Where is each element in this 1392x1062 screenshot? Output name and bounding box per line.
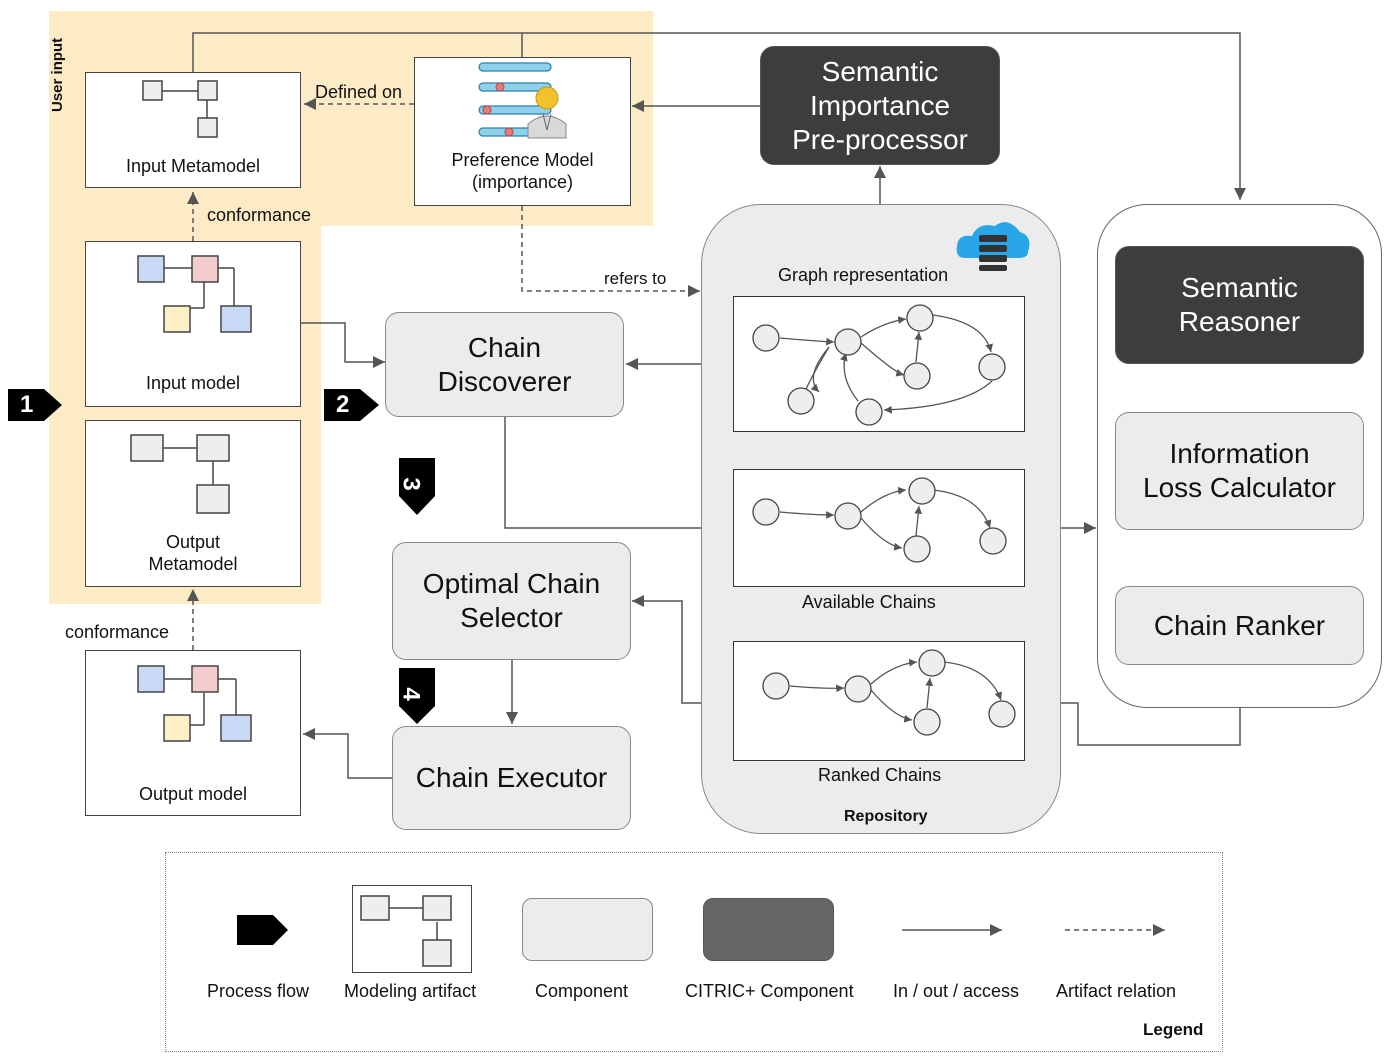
metamodel-diagram-icon <box>360 895 452 967</box>
metamodel-diagram-icon <box>142 80 218 138</box>
step-4-label: 4 <box>397 687 425 701</box>
legend-modeling-artifact-label: Modeling artifact <box>344 981 477 1001</box>
step-2-label: 2 <box>336 391 350 418</box>
semantic-reasoner[interactable]: Semantic Reasoner <box>1115 246 1364 364</box>
info-loss-label-1: Information <box>1169 438 1310 469</box>
input-metamodel-label: Input Metamodel <box>125 156 261 176</box>
chain-ranker[interactable]: Chain Ranker <box>1115 586 1364 665</box>
discoverer-to-available-arrow <box>504 417 732 534</box>
info-loss-label-2: Loss Calculator <box>1143 472 1336 503</box>
input-model-label: Input model <box>145 373 241 393</box>
chain-ranker-label: Chain Ranker <box>1153 609 1326 641</box>
optimal-chain-selector[interactable]: Optimal Chain Selector <box>392 542 631 660</box>
legend-title: Legend <box>1143 1020 1204 1039</box>
legend-process-flow-label: Process flow <box>207 981 310 1001</box>
model-diagram-icon <box>137 255 252 333</box>
metamodel-diagram-icon <box>130 434 230 514</box>
legend-box <box>165 852 1223 1052</box>
executor-to-output-arrow <box>303 728 392 779</box>
sem-reasoner-label-1: Semantic <box>1181 272 1298 303</box>
preference-model-label: Preference Model <box>451 150 594 170</box>
sem-importance-label-1: Semantic <box>821 55 939 87</box>
output-metamodel-artifact[interactable]: Output Metamodel <box>85 420 301 587</box>
graph-representation-graph <box>752 304 1006 426</box>
output-metamodel-label-1: Output <box>165 532 221 552</box>
output-model-artifact[interactable]: Output model <box>85 650 301 816</box>
legend-in-out-label: In / out / access <box>893 981 1020 1001</box>
sem-importance-label-2: Importance <box>809 89 951 121</box>
step-1-label: 1 <box>20 391 34 418</box>
sem-reasoner-label-2: Reasoner <box>1178 306 1301 337</box>
legend-artifact-relation-label: Artifact relation <box>1056 981 1177 1001</box>
preference-model-artifact[interactable]: Preference Model (importance) <box>414 57 631 206</box>
ranked-chains-label: Ranked Chains <box>818 765 942 785</box>
defined-on-label: Defined on <box>315 82 403 102</box>
input-metamodel-artifact[interactable]: Input Metamodel <box>85 72 301 188</box>
available-chains-box[interactable] <box>733 469 1025 587</box>
legend-component-label: Component <box>535 981 629 1001</box>
conformance-bottom-label: conformance <box>65 622 170 642</box>
optimal-selector-label-2: Selector <box>460 602 563 633</box>
output-metamodel-label-2: Metamodel <box>148 554 238 574</box>
optimal-selector-label-1: Optimal Chain <box>422 568 601 599</box>
semantic-importance-preprocessor[interactable]: Semantic Importance Pre-processor <box>760 46 1000 165</box>
repository-title: Repository <box>844 808 928 825</box>
preference-importance-label: (importance) <box>471 172 574 192</box>
reasoner-to-ranked-arrow <box>1027 697 1241 746</box>
sem-importance-label-3: Pre-processor <box>792 123 968 155</box>
legend-citric-label: CITRIC+ Component <box>685 981 854 1001</box>
available-chains-graph <box>752 477 1007 563</box>
top-feed-arrow <box>192 32 1246 200</box>
ranked-chains-box[interactable] <box>733 641 1025 761</box>
ranked-chains-graph <box>762 649 1016 736</box>
preference-sliders-icon <box>478 62 567 139</box>
input-model-artifact[interactable]: Input model <box>85 241 301 407</box>
model-diagram-icon <box>137 665 252 742</box>
step-3-label: 3 <box>397 477 425 491</box>
legend-citric-shape <box>703 898 834 961</box>
input-to-discoverer-arrow <box>301 322 385 368</box>
available-chains-label: Available Chains <box>802 592 936 612</box>
chain-discoverer[interactable]: Chain Discoverer <box>385 312 624 417</box>
legend-component-shape <box>522 898 653 961</box>
chain-executor[interactable]: Chain Executor <box>392 726 631 830</box>
graph-representation-label: Graph representation <box>778 265 949 285</box>
chain-discoverer-label-2: Discoverer <box>437 365 572 397</box>
conformance-top-label: conformance <box>207 205 312 225</box>
refers-to-arrow <box>521 206 700 297</box>
chain-executor-label: Chain Executor <box>415 762 608 793</box>
output-model-label: Output model <box>138 784 248 804</box>
information-loss-calculator[interactable]: Information Loss Calculator <box>1115 412 1364 530</box>
refers-to-label: refers to <box>604 269 667 288</box>
chain-discoverer-label-1: Chain <box>467 331 542 363</box>
graph-representation-box[interactable] <box>733 296 1025 432</box>
legend-modeling-artifact-shape <box>352 885 472 973</box>
